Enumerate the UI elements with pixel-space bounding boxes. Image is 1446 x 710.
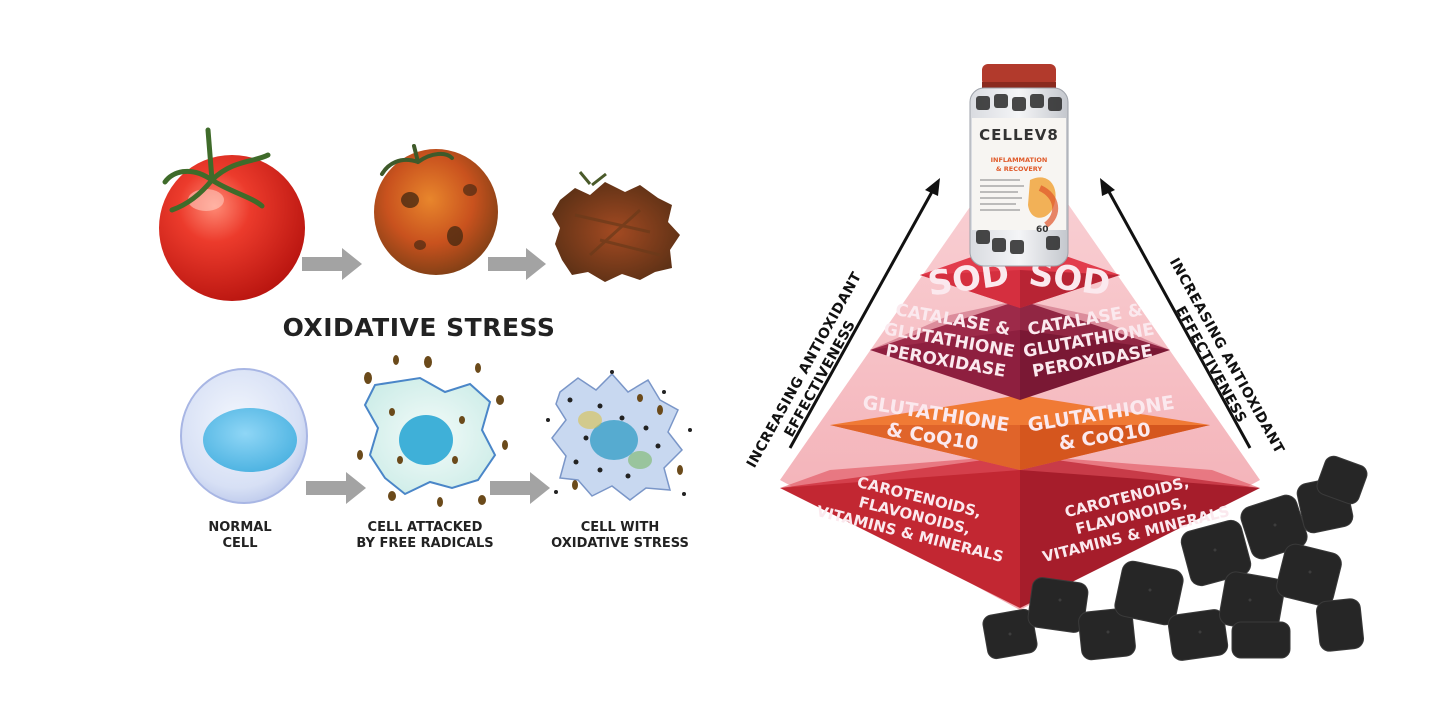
bottle-brand: CELLEV8 (979, 126, 1059, 144)
svg-text:BY FREE RADICALS: BY FREE RADICALS (356, 536, 493, 551)
oxidative-stress-title: OXIDATIVE STRESS (283, 313, 556, 342)
caption-normal-cell: NORMAL CELL (208, 520, 271, 551)
antioxidant-pyramid-illustration: SOD SOD CATALASE & GLUTATHIONE PEROXIDAS… (744, 64, 1368, 661)
bottle-product-line2: & RECOVERY (996, 165, 1043, 173)
attacked-cell-icon (357, 355, 508, 507)
right-effectiveness-arrow (1100, 178, 1252, 449)
arrow-right-icon (488, 248, 546, 280)
svg-text:CELL: CELL (223, 536, 258, 551)
arrow-right-icon (306, 472, 366, 504)
arrow-right-icon (490, 472, 550, 504)
stressed-cell-icon (546, 370, 692, 501)
oxidative-stress-panel: OXIDATIVE STRESS (0, 0, 720, 710)
pyramid-tier-glutathione (830, 395, 1210, 470)
bottle-product-line1: INFLAMMATION (991, 156, 1048, 164)
svg-text:NORMAL: NORMAL (208, 520, 271, 535)
fresh-tomato-icon (159, 127, 305, 301)
pyramid-tier-sod (920, 240, 1120, 308)
arrow-right-icon (302, 248, 362, 280)
svg-text:CELL ATTACKED: CELL ATTACKED (368, 520, 483, 535)
caption-attacked-cell: CELL ATTACKED BY FREE RADICALS (356, 520, 493, 551)
bottle-count: 60 (1036, 225, 1049, 235)
pyramid-tier-catalase (870, 300, 1170, 400)
gummies-pile (982, 455, 1368, 661)
antioxidant-pyramid-panel: SOD SOD CATALASE & GLUTATHIONE PEROXIDAS… (720, 0, 1446, 710)
decayed-tomato-icon (552, 171, 680, 282)
svg-text:CELL WITH: CELL WITH (581, 520, 659, 535)
caption-stressed-cell: CELL WITH OXIDATIVE STRESS (551, 520, 689, 551)
gummies-texture (1008, 523, 1312, 636)
rotting-tomato-icon (374, 144, 498, 275)
oxidative-stress-illustration: OXIDATIVE STRESS (159, 127, 692, 551)
supplement-bottle: CELLEV8 INFLAMMATION & RECOVERY 60 (969, 64, 1069, 267)
left-effectiveness-arrow (788, 178, 940, 449)
svg-text:OXIDATIVE STRESS: OXIDATIVE STRESS (551, 536, 689, 551)
normal-cell-icon (180, 368, 308, 504)
